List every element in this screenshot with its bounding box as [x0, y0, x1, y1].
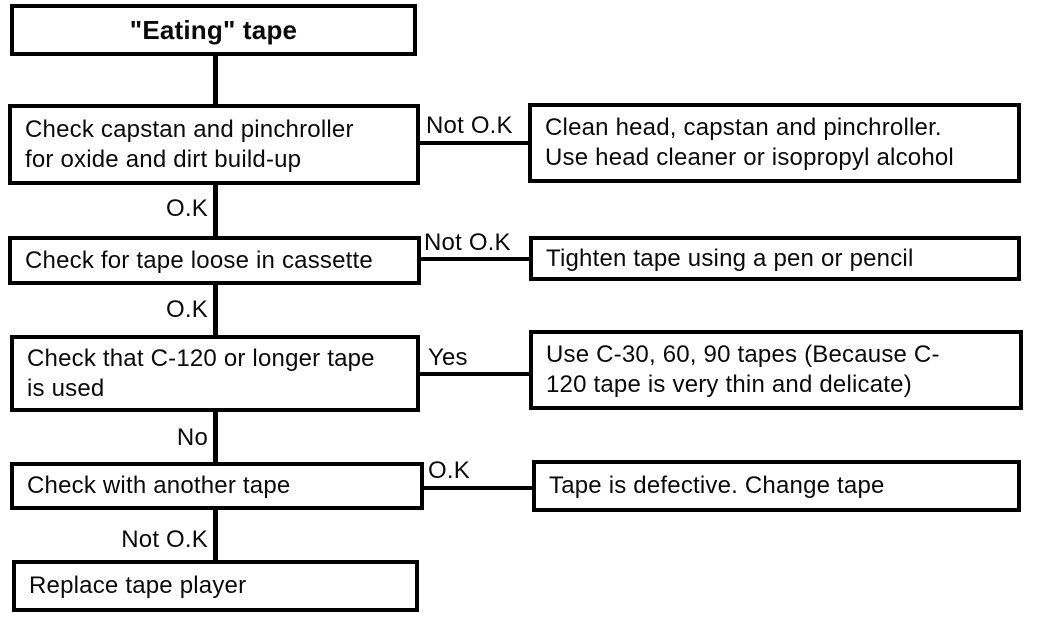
- branch-label-3: Yes: [428, 344, 468, 371]
- connector-down-5: [213, 509, 218, 563]
- end-box-label: Replace tape player: [29, 572, 247, 599]
- action-box-use-c30-label: Use C-30, 60, 90 tapes (Because C- 120 t…: [546, 341, 940, 398]
- start-box: "Eating" tape: [10, 4, 417, 56]
- connector-down-2: [213, 184, 218, 239]
- flow-label-3: No: [176, 424, 208, 451]
- action-box-clean-head: Clean head, capstan and pinchroller. Use…: [528, 103, 1021, 183]
- check-box-c120: Check that C-120 or longer tape is used: [10, 335, 420, 412]
- action-box-tape-defective-label: Tape is defective. Change tape: [549, 472, 885, 499]
- connector-branch-4: [423, 486, 533, 490]
- check-box-tape-loose: Check for tape loose in cassette: [8, 236, 421, 285]
- connector-branch-3: [419, 372, 530, 376]
- check-box-c120-label: Check that C-120 or longer tape is used: [27, 344, 375, 402]
- flow-label-4: Not O.K: [121, 526, 208, 553]
- action-box-tighten-tape: Tighten tape using a pen or pencil: [529, 236, 1021, 281]
- action-box-use-c30: Use C-30, 60, 90 tapes (Because C- 120 t…: [529, 330, 1023, 410]
- flow-label-2: O.K: [166, 296, 208, 323]
- action-box-clean-head-label: Clean head, capstan and pinchroller. Use…: [545, 114, 954, 171]
- connector-down-4: [213, 411, 218, 465]
- connector-branch-1: [419, 141, 529, 145]
- check-box-capstan-label: Check capstan and pinchroller for oxide …: [25, 115, 354, 173]
- branch-label-4: O.K: [428, 457, 470, 484]
- flow-label-1: O.K: [166, 195, 208, 222]
- connector-down-1: [213, 56, 218, 108]
- start-box-label: "Eating" tape: [129, 15, 298, 45]
- action-box-tape-defective: Tape is defective. Change tape: [532, 460, 1021, 512]
- check-box-capstan: Check capstan and pinchroller for oxide …: [8, 104, 420, 185]
- check-box-tape-loose-label: Check for tape loose in cassette: [25, 246, 373, 274]
- check-box-another-tape-label: Check with another tape: [27, 472, 291, 499]
- branch-label-2: Not O.K: [424, 229, 511, 256]
- check-box-another-tape: Check with another tape: [10, 462, 424, 510]
- end-box: Replace tape player: [12, 560, 419, 612]
- branch-label-1: Not O.K: [426, 112, 513, 139]
- action-box-tighten-tape-label: Tighten tape using a pen or pencil: [546, 244, 914, 272]
- connector-branch-2: [420, 257, 530, 261]
- connector-down-3: [213, 284, 218, 338]
